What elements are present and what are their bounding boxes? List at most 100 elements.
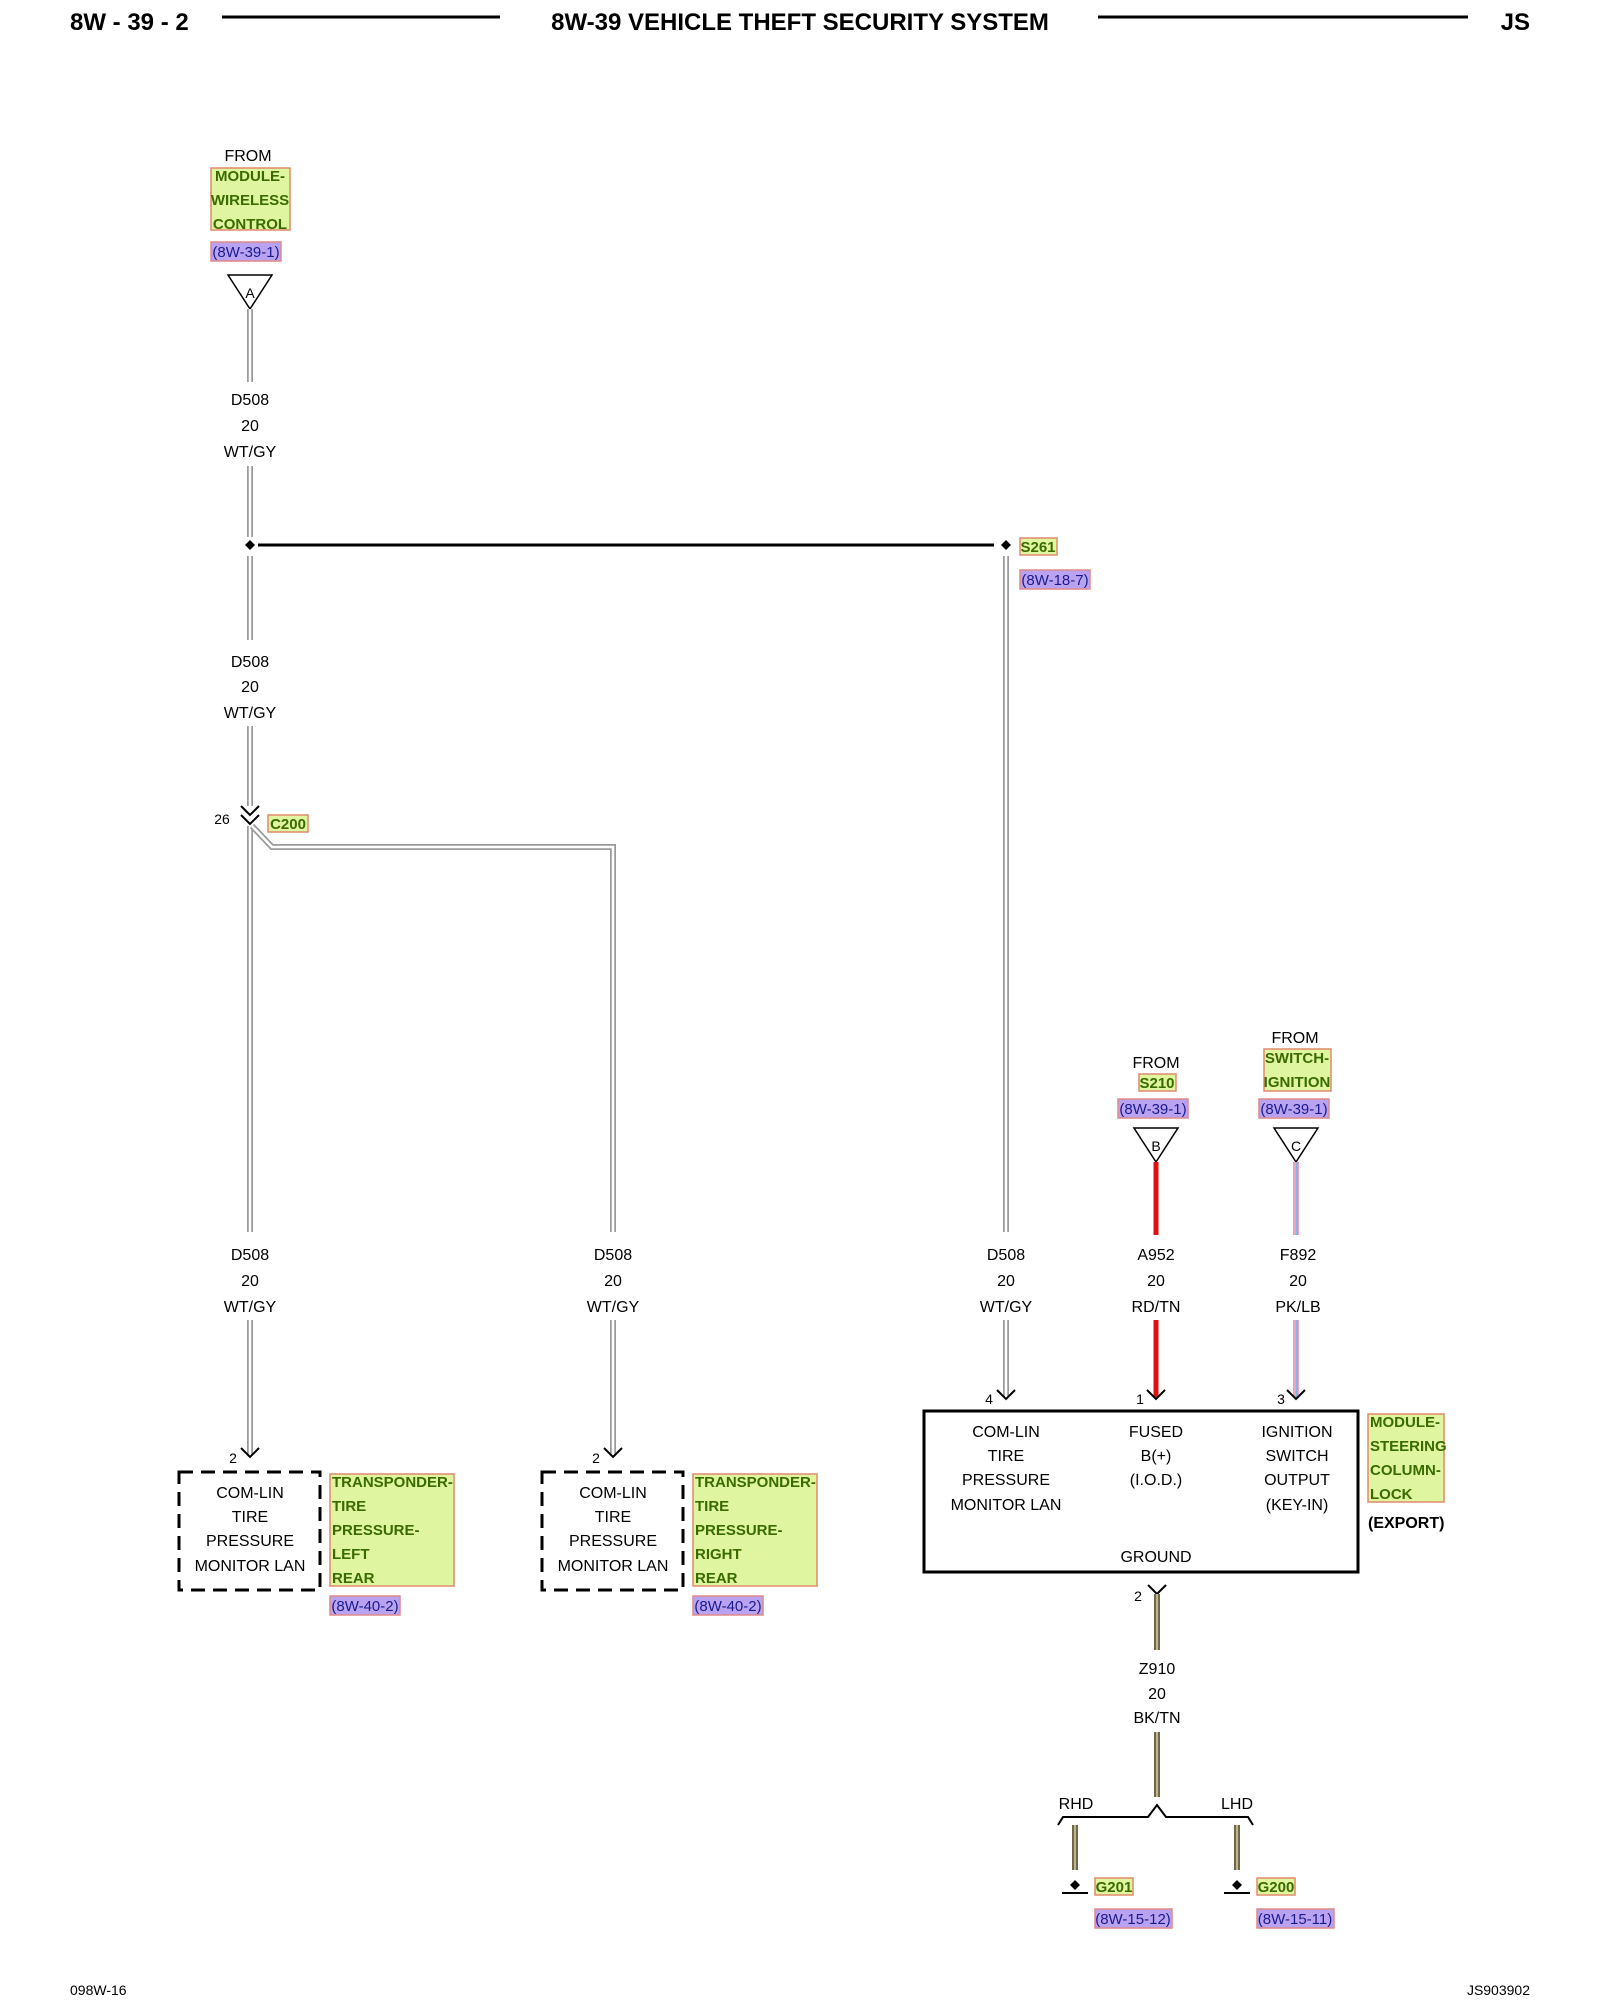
- rhd-label: RHD: [1059, 1796, 1094, 1813]
- component-line: COLUMN-: [1370, 1462, 1441, 1479]
- pin-number: 2: [229, 1450, 237, 1466]
- footer-left: 098W-16: [70, 1982, 127, 1998]
- from-label-ignition: FROM: [1271, 1030, 1318, 1047]
- circuit-label: F892: [1280, 1247, 1317, 1264]
- fused-line: B(+): [1141, 1448, 1172, 1465]
- splice-name: S210: [1139, 1075, 1174, 1092]
- component-line: MODULE-: [215, 168, 285, 185]
- component-line: IGNITION: [1264, 1074, 1331, 1091]
- component-line: REAR: [695, 1570, 738, 1587]
- color-label: WT/GY: [224, 1299, 277, 1316]
- transponder-right-rear-box: [540, 1470, 685, 1592]
- ground-pin-connector: [1147, 1584, 1167, 1596]
- connector-triangle-c: [1272, 1127, 1320, 1164]
- ref-link-wireless[interactable]: (8W-39-1): [210, 241, 282, 262]
- ignition-line: IGNITION: [1261, 1424, 1332, 1441]
- ref-link-transponder-left-rear[interactable]: (8W-40-2): [329, 1595, 401, 1616]
- gauge-label: 20: [1147, 1273, 1165, 1290]
- splice-dot-s261: [1001, 540, 1011, 550]
- color-label: BK/TN: [1133, 1710, 1180, 1727]
- component-label-steering-column-lock[interactable]: MODULE- STEERING COLUMN- LOCK: [1367, 1413, 1447, 1503]
- ground-symbol-g201: [1062, 1880, 1088, 1894]
- ref-text: (8W-18-7): [1021, 572, 1088, 589]
- function-line: TIRE: [232, 1509, 268, 1526]
- connector-label-c200[interactable]: C200: [267, 814, 309, 833]
- color-label: WT/GY: [587, 1299, 640, 1316]
- circuit-label: D508: [987, 1247, 1025, 1264]
- function-line: MONITOR LAN: [195, 1558, 306, 1575]
- function-line: PRESSURE: [569, 1533, 657, 1550]
- ref-link-switch-ignition[interactable]: (8W-39-1): [1258, 1098, 1330, 1119]
- fused-line: FUSED: [1129, 1424, 1183, 1441]
- connector-letter-b: B: [1151, 1138, 1160, 1154]
- function-line: COM-LIN: [579, 1485, 647, 1502]
- component-label-switch-ignition[interactable]: SWITCH- IGNITION: [1263, 1048, 1332, 1092]
- component-line: PRESSURE-: [695, 1522, 783, 1539]
- ignition-line: SWITCH: [1265, 1448, 1328, 1465]
- function-line: MONITOR LAN: [558, 1558, 669, 1575]
- connector-name: C200: [270, 816, 306, 833]
- pin-number: 3: [1277, 1391, 1285, 1407]
- splice-name: S261: [1020, 539, 1055, 556]
- gauge-label: 20: [241, 418, 259, 435]
- ref-link-transponder-right-rear[interactable]: (8W-40-2): [692, 1595, 764, 1616]
- lan-line: TIRE: [988, 1448, 1024, 1465]
- steering-column-lock-box: [922, 1409, 1360, 1574]
- ref-text: (8W-40-2): [694, 1598, 761, 1615]
- gauge-label: 20: [241, 679, 259, 696]
- ref-text: (8W-39-1): [212, 244, 279, 261]
- ignition-line: (KEY-IN): [1266, 1497, 1329, 1514]
- component-line: TRANSPONDER-: [695, 1474, 816, 1491]
- lan-line: MONITOR LAN: [951, 1497, 1062, 1514]
- function-line: TIRE: [595, 1509, 631, 1526]
- ref-link-g200[interactable]: (8W-15-11): [1256, 1908, 1335, 1929]
- function-line: PRESSURE: [206, 1533, 294, 1550]
- wire-branch-center: [249, 823, 616, 1232]
- circuit-label: D508: [594, 1247, 632, 1264]
- ref-text: (8W-40-2): [331, 1598, 398, 1615]
- lhd-label: LHD: [1221, 1796, 1253, 1813]
- footer-right: JS903902: [1467, 1982, 1530, 1998]
- ref-text: (8W-15-12): [1095, 1911, 1171, 1928]
- lan-line: COM-LIN: [972, 1424, 1040, 1441]
- component-line: PRESSURE-: [332, 1522, 420, 1539]
- ref-link-s261[interactable]: (8W-18-7): [1019, 569, 1091, 590]
- ground-label: GROUND: [1120, 1549, 1191, 1566]
- ground-label-g200[interactable]: G200: [1256, 1877, 1296, 1896]
- color-label: WT/GY: [224, 444, 277, 461]
- circuit-label: Z910: [1139, 1661, 1176, 1678]
- function-line: COM-LIN: [216, 1485, 284, 1502]
- splice-label-s210[interactable]: S210: [1138, 1073, 1177, 1092]
- component-label-transponder-right-rear[interactable]: TRANSPONDER- TIRE PRESSURE- RIGHT REAR: [692, 1473, 818, 1587]
- component-label-wireless-control[interactable]: MODULE- WIRELESS CONTROL: [210, 167, 291, 233]
- gauge-label: 20: [604, 1273, 622, 1290]
- page-title: 8W-39 VEHICLE THEFT SECURITY SYSTEM: [551, 9, 1049, 36]
- ref-text: (8W-39-1): [1260, 1101, 1327, 1118]
- ignition-line: OUTPUT: [1264, 1472, 1330, 1489]
- ground-label-g201[interactable]: G201: [1094, 1877, 1134, 1896]
- ref-link-g201[interactable]: (8W-15-12): [1094, 1908, 1173, 1929]
- color-label: PK/LB: [1275, 1299, 1320, 1316]
- circuit-label: D508: [231, 392, 269, 409]
- component-label-transponder-left-rear[interactable]: TRANSPONDER- TIRE PRESSURE- LEFT REAR: [329, 1473, 455, 1587]
- component-line: RIGHT: [695, 1546, 742, 1563]
- splice-dot-left: [245, 540, 255, 550]
- circuit-label: A952: [1137, 1247, 1174, 1264]
- export-note: (EXPORT): [1368, 1515, 1444, 1532]
- rhd-lhd-branch: [1057, 1803, 1254, 1826]
- component-line: WIRELESS: [211, 192, 289, 209]
- pin-number: 1: [1136, 1391, 1144, 1407]
- connector-letter-c: C: [1291, 1138, 1301, 1154]
- inline-connector-c200: [240, 805, 260, 826]
- component-line: TRANSPONDER-: [332, 1474, 453, 1491]
- ref-text: (8W-39-1): [1119, 1101, 1186, 1118]
- page-number: 8W - 39 - 2: [70, 9, 189, 36]
- gauge-label: 20: [1148, 1686, 1166, 1703]
- ground-name: G200: [1258, 1879, 1295, 1896]
- ref-link-s210[interactable]: (8W-39-1): [1117, 1098, 1189, 1119]
- connector-letter-a: A: [245, 285, 255, 301]
- splice-label-s261[interactable]: S261: [1019, 537, 1058, 556]
- from-label-s210: FROM: [1132, 1055, 1179, 1072]
- connector-triangle-b: [1132, 1127, 1180, 1164]
